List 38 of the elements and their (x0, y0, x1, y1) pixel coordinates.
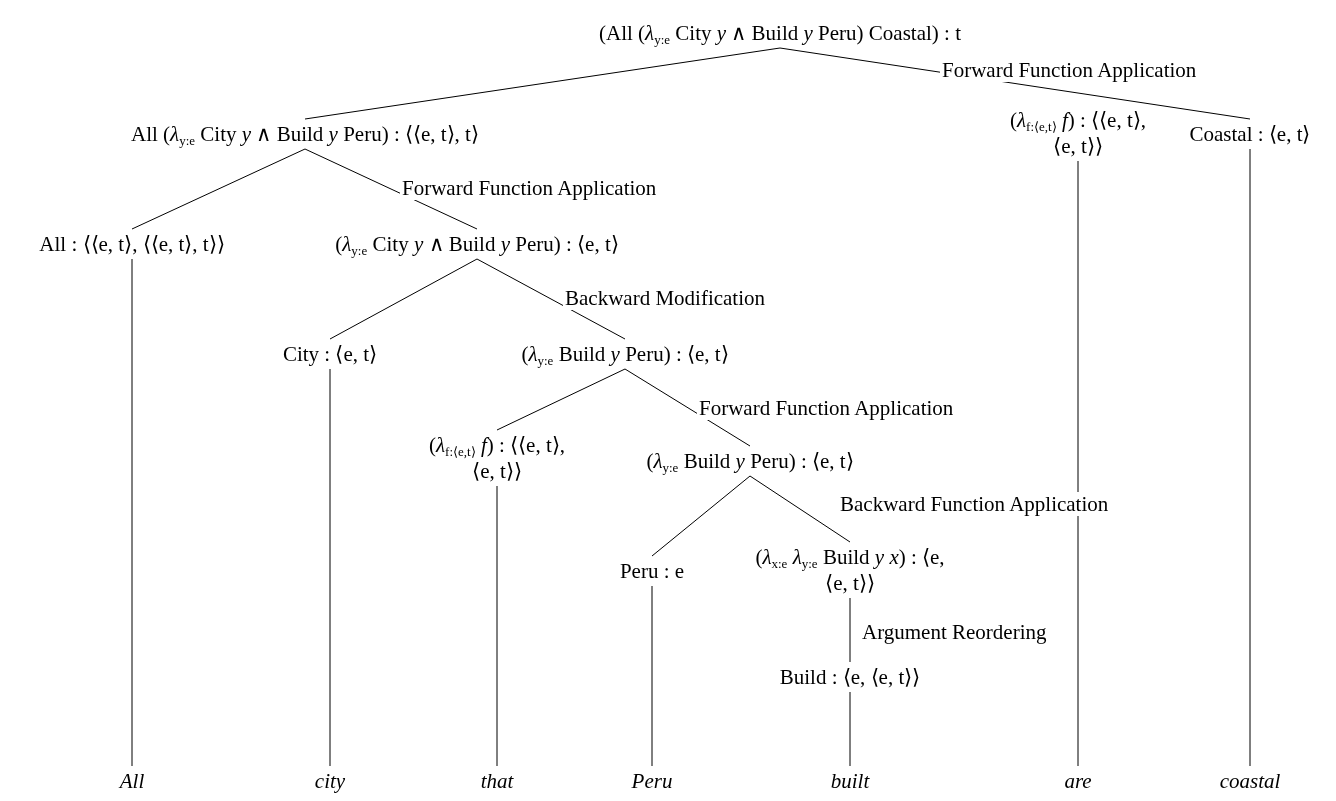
tree-branch (651, 585, 653, 767)
formula-label: City : ⟨e, t⟩ (282, 341, 378, 367)
formula-label: (λ$_{y:e}$ Build y Peru) : ⟨e, t⟩ (521, 341, 729, 367)
tree-branch (624, 368, 751, 447)
tree-branch (304, 47, 781, 120)
tree-branch (131, 258, 133, 767)
word-label: city (314, 768, 346, 794)
word-label: that (480, 768, 514, 794)
tree-branch (476, 258, 626, 340)
tree-branch (304, 148, 478, 230)
formula-label: (λ$_{y:e}$ City y ∧ Build y Peru) : ⟨e, t⟩ (335, 231, 619, 257)
formula-label: (λ$_{x:e}$ λ$_{y:e}$ Build y x) : ⟨e, ⟨e, t⟩⟩ (750, 544, 950, 596)
tree-branch (329, 258, 478, 340)
formula-label: (λ$_{y:e}$ Build y Peru) : ⟨e, t⟩ (646, 448, 854, 474)
formula-label: Build : ⟨e, ⟨e, t⟩⟩ (779, 664, 921, 690)
tree-branch (849, 691, 851, 767)
tree-branch (1077, 160, 1079, 767)
edge-label: Backward Function Application (838, 492, 1111, 516)
tree-branch (496, 485, 498, 767)
word-label: coastal (1219, 768, 1281, 794)
formula-label: All (λ$_{y:e}$ City y ∧ Build y Peru) : ⟨⟨e, t⟩, t⟩ (131, 121, 479, 147)
word-label: are (1064, 768, 1092, 794)
tree-branch (496, 368, 626, 431)
tree-branch (749, 475, 851, 543)
word-label: Peru (631, 768, 673, 794)
tree-branch (329, 368, 331, 767)
formula-label: (λ$_{f:⟨e,t⟩}$ f) : ⟨⟨e, t⟩, ⟨e, t⟩⟩ (422, 432, 572, 484)
formula-label: Peru : e (619, 558, 685, 584)
formula-label: (All (λ$_{y:e}$ City y ∧ Build y Peru) Coastal) : t (599, 20, 961, 46)
word-label: All (119, 768, 145, 794)
tree-branch (651, 475, 751, 557)
formula-label: All : ⟨⟨e, t⟩, ⟨⟨e, t⟩, t⟩⟩ (39, 231, 225, 257)
formula-label: (λ$_{f:⟨e,t⟩}$ f) : ⟨⟨e, t⟩, ⟨e, t⟩⟩ (1003, 107, 1153, 159)
word-label: built (830, 768, 870, 794)
tree-branch (1249, 148, 1251, 767)
tree-branch (131, 148, 306, 230)
tree-branch (849, 597, 851, 663)
formula-label: Coastal : ⟨e, t⟩ (1189, 121, 1311, 147)
